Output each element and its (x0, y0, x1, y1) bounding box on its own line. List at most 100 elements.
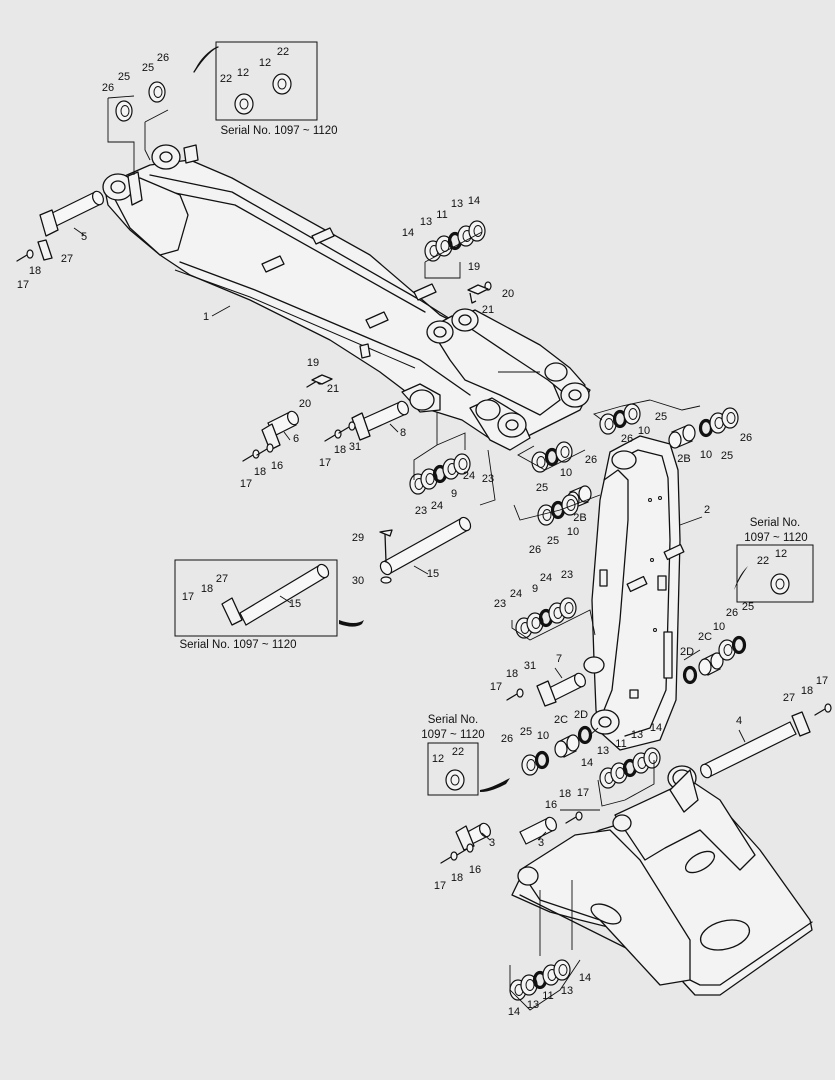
callout-label: 24 (540, 572, 552, 584)
callout-label: 25 (536, 482, 548, 494)
serial-number-label: Serial No. (750, 517, 801, 529)
pin-5 (39, 190, 105, 237)
callout-label: 24 (431, 500, 443, 512)
callout-label: 25 (520, 726, 532, 738)
callout-label: 17 (816, 675, 828, 687)
shim-ring-bore (542, 509, 552, 521)
bolt (565, 816, 577, 824)
callout-label: 5 (81, 231, 87, 243)
callout-label: 23 (482, 473, 494, 485)
callout-label: 13 (561, 985, 573, 997)
callout-label: 26 (501, 733, 513, 745)
callout-label: 18 (801, 685, 813, 697)
arm (583, 435, 685, 751)
bolt (338, 426, 350, 434)
bolt (506, 693, 518, 701)
pin-15-serial (221, 563, 330, 626)
callout-label: 22 (757, 555, 769, 567)
bolt (242, 454, 254, 462)
seal-ring (577, 725, 593, 745)
shim-ring (555, 441, 573, 463)
shim-ring-bore (153, 86, 163, 98)
callout-label: 15 (289, 598, 301, 610)
bolt (324, 434, 336, 442)
washer (334, 429, 342, 439)
callout-label: 17 (319, 457, 331, 469)
bushing-2c-right (698, 652, 724, 676)
callout-label: 10 (700, 449, 712, 461)
callout-label: 18 (254, 466, 266, 478)
shim-ring-bore (558, 964, 568, 976)
callout-label: 31 (524, 660, 536, 672)
callout-label: 18 (334, 444, 346, 456)
washer (824, 703, 832, 713)
shim-ring (115, 100, 133, 122)
callout-label: 25 (118, 71, 130, 83)
callout-label: 4 (736, 715, 742, 727)
ring-stacks (115, 81, 747, 1001)
callout-label: 23 (415, 505, 427, 517)
callout-label: 9 (451, 488, 457, 500)
callout-label: 13 (451, 198, 463, 210)
callout-label: 26 (726, 607, 738, 619)
shim-ring (553, 959, 571, 981)
bushing-2b-upper (668, 424, 696, 449)
shim-ring-bore (648, 752, 658, 764)
callout-label: 2 (704, 504, 710, 516)
shim-ring (468, 220, 486, 242)
shim-ring-bore (560, 446, 570, 458)
pin-8 (351, 400, 410, 441)
pin-3-left (455, 822, 492, 851)
callout-label: 18 (201, 583, 213, 595)
pin-4 (699, 711, 811, 779)
serial-number-label: Serial No. (428, 714, 479, 726)
callout-label: 23 (494, 598, 506, 610)
seal-ring (731, 635, 747, 655)
boom (102, 144, 591, 451)
callout-label: 24 (510, 588, 522, 600)
callout-label: 8 (400, 427, 406, 439)
callout-label: 17 (490, 681, 502, 693)
callout-label: 18 (559, 788, 571, 800)
callout-label: 15 (427, 568, 439, 580)
callout-label: 12 (432, 753, 444, 765)
callout-label: 17 (240, 478, 252, 490)
shim-ring-bore (726, 412, 736, 424)
serial-number-label: Serial No. 1097 ~ 1120 (179, 639, 296, 651)
callout-label: 10 (567, 526, 579, 538)
callout-label: 14 (508, 1006, 520, 1018)
callout-label: 17 (17, 279, 29, 291)
callout-label: 3 (489, 837, 495, 849)
callout-label: 30 (352, 575, 364, 587)
pin-3-right (519, 816, 558, 845)
callout-label: 21 (327, 383, 339, 395)
serial-inset-right (734, 544, 814, 603)
serial-inset-bottom (427, 742, 510, 796)
pin-6 (261, 410, 300, 451)
shim-ring-bore (473, 225, 483, 237)
callout-label: 6 (293, 433, 299, 445)
shim-ring-bore (723, 644, 733, 656)
shim-ring-bore (615, 767, 625, 779)
callout-label: 25 (742, 601, 754, 613)
seal-ring (682, 665, 698, 685)
shim-ring-bore (458, 458, 468, 470)
callout-label: 12 (237, 67, 249, 79)
callout-label: 26 (740, 432, 752, 444)
callout-label: 2D (574, 709, 588, 721)
callout-label: 26 (529, 544, 541, 556)
callout-label: 2B (573, 512, 586, 524)
shim-ring-bore (531, 617, 541, 629)
serial-inset-left (174, 559, 364, 637)
callout-label: 22 (452, 746, 464, 758)
callout-label: 22 (220, 73, 232, 85)
callout-label: 10 (537, 730, 549, 742)
callout-label: 31 (349, 441, 361, 453)
callout-label: 24 (463, 470, 475, 482)
callout-label: 27 (61, 253, 73, 265)
bolt (16, 254, 28, 262)
callout-label: 1 (203, 311, 209, 323)
callout-label: 26 (102, 82, 114, 94)
callout-label: 14 (650, 722, 662, 734)
